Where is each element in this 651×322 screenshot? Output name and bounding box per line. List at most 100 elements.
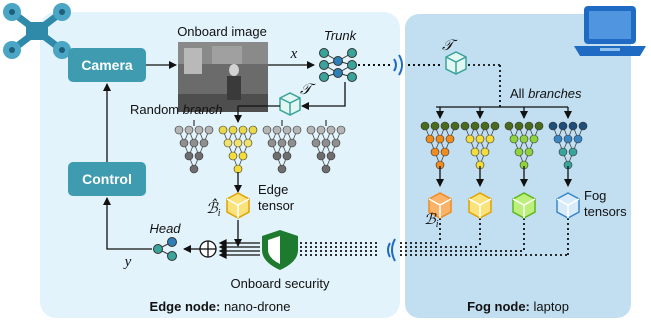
fog-trunk-tensor-cube-icon [445,51,467,75]
branch-neuron [445,134,455,144]
edge-trunk-tensor-cube-icon [279,92,301,116]
branch-neuron [440,147,450,157]
branch-neuron [267,138,277,148]
branch-neuron [233,164,243,174]
camera-block [68,48,146,82]
head-network [153,237,177,261]
fog-to-security-links [300,242,380,256]
edge-tensor-label-1: Edge [258,182,288,197]
branch-neuron [238,151,248,161]
branch-neuron [194,151,204,161]
edge-branches [174,120,346,174]
branch-neuron [430,121,440,131]
branch-neuron [248,125,258,135]
branch-neuron [233,138,243,148]
branch-neuron [228,151,238,161]
branch-neuron [475,134,485,144]
branch-neuron [573,134,583,144]
security-to-xor-arrows [218,239,260,259]
x-label: x [290,46,298,62]
wifi-icon-bottom [387,238,396,262]
branch-neuron [558,121,568,131]
branch-neuron [189,164,199,174]
edge-tensor-cube-icon [226,192,250,219]
all-branches-label: All branches [510,86,582,101]
edge-branch-3 [262,125,302,174]
b-fog-label: ℬi [424,212,439,230]
branch-neuron [194,125,204,135]
fog-branches [420,107,588,187]
head-to-control-arrow [103,197,152,250]
shield-icon [262,230,298,270]
laptop-icon [574,6,646,56]
branch-neuron [470,147,480,157]
branch-neuron [514,121,524,131]
head-label: Head [149,221,181,236]
branch-neuron [450,121,460,131]
fog-branch-2 [460,121,500,170]
branch-neuron [548,121,558,131]
wifi-icon [393,54,403,76]
branch-neuron [277,138,287,148]
branch-neuron [321,138,331,148]
fog-tensor-cube-icon-1 [428,192,452,219]
branch-neuron [282,125,292,135]
fog-branch-3 [504,121,544,170]
fog-tensor-cube-icon-4 [556,192,580,219]
branch-neuron [529,134,539,144]
branch-neuron [184,125,194,135]
trunk-label: Trunk [324,28,358,43]
branch-neuron [292,125,302,135]
xor-icon [199,240,217,258]
branch-neuron [326,125,336,135]
edge-branch-2 [218,125,258,174]
onboard-image-photo [178,42,268,112]
trunk-to-edge-tensor [301,82,346,110]
branch-neuron [425,134,435,144]
branch-neuron [460,121,470,131]
b-hat-label: ℬ̂i [206,198,221,219]
branch-neuron [470,121,480,131]
branch-neuron [272,125,282,135]
branch-neuron [524,121,534,131]
onboard-security-label: Onboard security [231,276,330,291]
branch-neuron [514,147,524,157]
branch-neuron [578,121,588,131]
branch-neuron [282,151,292,161]
onboard-image-label: Onboard image [177,24,267,39]
branch-neuron [204,125,214,135]
branch-neuron [316,125,326,135]
branch-neuron [243,138,253,148]
branch-neuron [465,134,475,144]
fog-tensors-label-2: tensors [584,204,627,219]
branch-neuron [553,134,563,144]
branch-neuron [174,125,184,135]
y-label: y [123,254,132,270]
branch-neuron [430,147,440,157]
fog-tensors-return-links [400,218,569,256]
branch-neuron [440,121,450,131]
branch-neuron [519,134,529,144]
branch-neuron [272,151,282,161]
branch-neuron [199,138,209,148]
branch-neuron [509,134,519,144]
fog-tensors-label-1: Fog [584,188,606,203]
branch-neuron [485,134,495,144]
branch-neuron [189,138,199,148]
branch-neuron [218,125,228,135]
branch-neuron [524,147,534,157]
branch-neuron [223,138,233,148]
branch-neuron [480,147,490,157]
branch-neuron [568,121,578,131]
branch-neuron [504,121,514,131]
fog-branch-4 [548,121,588,170]
branch-neuron [238,125,248,135]
fog-tensors [428,192,580,219]
branch-neuron [326,151,336,161]
fog-tensor-cube-icon-3 [512,192,536,219]
branch-neuron [558,147,568,157]
camera-label: Camera [81,57,133,73]
branch-neuron [277,164,287,174]
fog-node-title: Fog node: laptop [467,299,569,314]
